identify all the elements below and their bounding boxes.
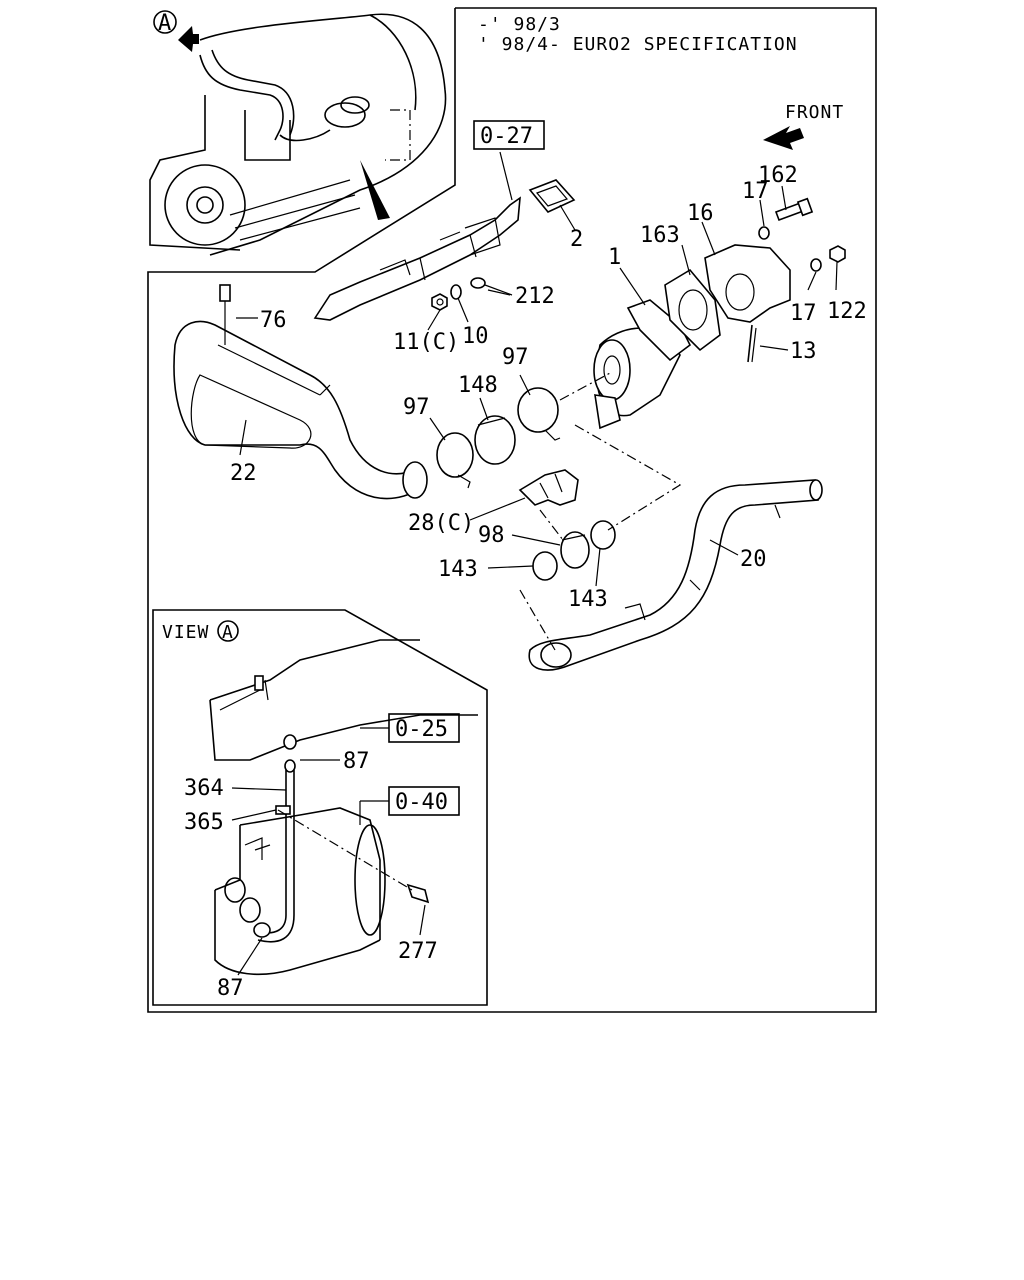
nut-11c [431,293,448,311]
callout-143-left: 143 [438,557,478,582]
callout-365: 365 [184,810,224,835]
callout-162: 162 [758,163,798,188]
reference-label: 0-25 [395,717,448,742]
exhaust-pipe-20 [528,479,823,671]
callout-10: 10 [462,324,489,349]
turbocharger-1 [559,299,692,430]
callout-277: 277 [398,939,438,964]
reference-label: 0-27 [480,124,533,149]
reference-box-0-40[interactable]: 0-40 [388,786,460,816]
reference-box-0-27[interactable]: 0-27 [473,120,545,150]
callout-122: 122 [827,299,867,324]
reference-label: 0-40 [395,790,448,815]
clamp-97-left [436,432,474,489]
callout-148: 148 [458,373,498,398]
view-a-title: VIEW [162,622,209,643]
callout-13: 13 [790,339,817,364]
nut-122 [829,245,846,263]
callout-212: 212 [515,284,555,309]
engine-overview-illustration: A [149,10,447,256]
callout-16: 16 [687,201,714,226]
front-label: FRONT [785,102,844,123]
bolt-162 [774,197,814,222]
clamp-97-right [517,387,561,441]
callout-97-left: 97 [403,395,430,420]
gasket-163 [664,268,721,352]
elbow-16 [704,244,791,323]
clamp-143-lower [532,551,558,581]
callout-20: 20 [740,547,767,572]
callout-143-right: 143 [568,587,608,612]
callout-28c: 28(C) [408,511,474,536]
spec-line-1: -' 98/3 [478,14,561,35]
callout-17-upper: 17 [742,179,769,204]
view-marker-letter: A [158,11,171,36]
exhaust-pipe-22 [173,284,428,500]
upper-pipe-assembly [313,151,521,321]
callout-364: 364 [184,776,224,801]
callout-labels: 76 22 2 212 11(C) 10 97 148 97 1 163 16 … [184,163,867,1001]
callout-11c: 11(C) [393,330,459,355]
callout-97-right: 97 [502,345,529,370]
callout-2: 2 [570,227,583,252]
spec-line-2: ' 98/4- EURO2 SPECIFICATION [478,34,798,55]
main-frame [147,7,877,1013]
washer-10 [450,284,462,300]
washer-17-upper [758,226,770,240]
view-a-manifold-illustration [209,639,478,976]
clamp-143-upper [590,520,616,550]
callout-87-upper: 87 [343,749,370,774]
callout-87-lower: 87 [217,976,244,1001]
callout-76: 76 [260,308,287,333]
leader-lines [231,185,838,976]
gasket-2 [528,179,576,231]
callout-1: 1 [608,245,621,270]
stud-13 [747,324,757,363]
view-direction-arrow-icon [178,26,199,52]
washer-17-lower [810,258,822,272]
heat-shield-28c [518,469,579,506]
sleeve-148 [474,415,516,465]
sleeve-98 [560,531,590,569]
view-a-letter: A [222,622,234,643]
callout-17-lower: 17 [790,301,817,326]
view-marker-circle [153,10,177,34]
front-arrow-icon [763,126,804,150]
view-a-frame [152,609,488,1006]
callout-22: 22 [230,461,257,486]
washer-212 [470,277,513,296]
callout-163: 163 [640,223,680,248]
view-a-letter-circle [217,620,239,642]
callout-98: 98 [478,523,505,548]
